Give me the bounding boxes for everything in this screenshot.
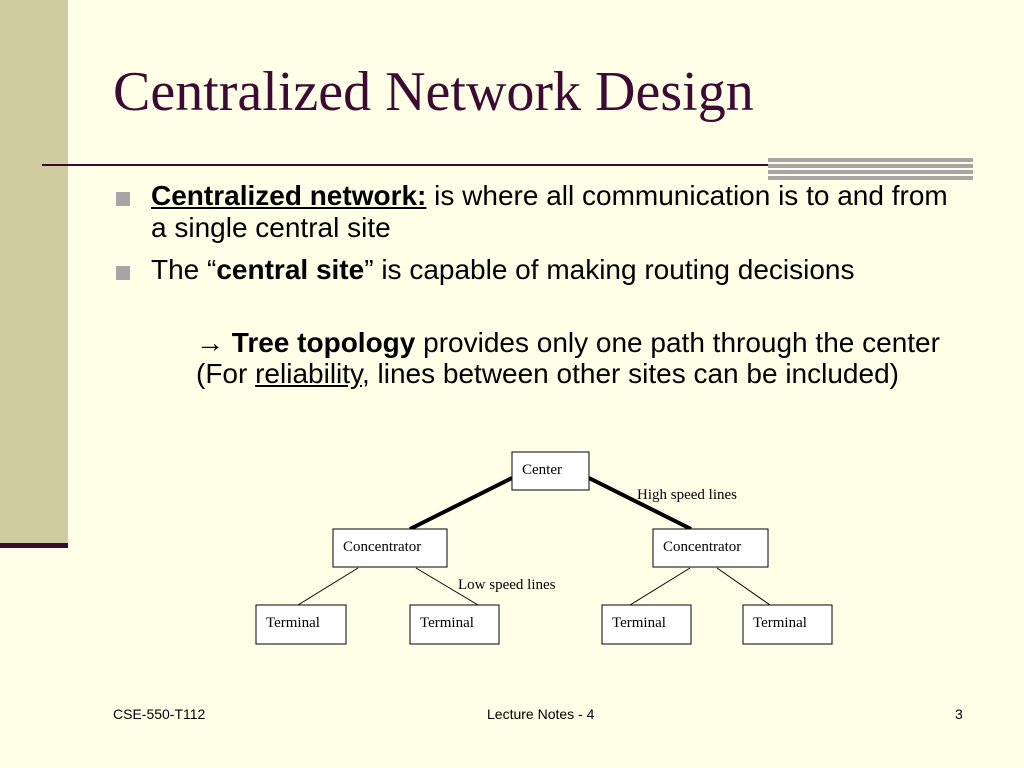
title-underline — [42, 164, 782, 166]
sub-bullet-text-end: , lines between other sites can be inclu… — [361, 358, 899, 389]
high-speed-line-left — [409, 476, 513, 531]
terminal-label: Terminal — [753, 615, 807, 631]
slide-title: Centralized Network Design — [113, 61, 754, 123]
right-arrow-icon: → — [196, 327, 232, 358]
low-speed-line — [629, 567, 691, 606]
side-band-accent-line — [0, 543, 68, 548]
terminal-node — [409, 604, 500, 645]
bullet-text: is where all communication is to and fro… — [151, 180, 948, 243]
terminal-node — [255, 604, 347, 645]
low-speed-line — [297, 567, 359, 606]
terminal-label: Terminal — [612, 615, 666, 631]
bullet-list: Centralized network: is where all commun… — [113, 180, 953, 296]
bullet-term: central site — [216, 254, 365, 285]
footer-page-number: 3 — [955, 706, 963, 722]
center-node — [511, 451, 590, 491]
bullet-text: ” is capable of making routing decisions — [364, 254, 855, 285]
square-bullet-icon — [116, 266, 130, 280]
high-speed-lines-label: High speed lines — [637, 487, 737, 503]
bullet-centralized-network: Centralized network: is where all commun… — [113, 180, 953, 244]
sub-bullet-tree-topology: → Tree topology provides only one path t… — [196, 327, 956, 389]
square-bullet-icon — [116, 192, 130, 206]
high-speed-line-right — [588, 476, 692, 531]
title-stripes-decoration — [768, 158, 973, 180]
concentrator-right-label: Concentrator — [663, 539, 741, 555]
concentrator-node-right — [652, 528, 769, 568]
sub-bullet-text: provides only one path through the cente… — [196, 327, 940, 389]
low-speed-lines-label: Low speed lines — [458, 577, 556, 593]
terminal-label: Terminal — [420, 615, 474, 631]
side-band — [0, 0, 68, 545]
footer-course-code: CSE-550-T112 — [113, 706, 206, 722]
footer-title: Lecture Notes - 4 — [487, 706, 595, 722]
center-node-label: Center — [522, 462, 562, 478]
bullet-term: Centralized network: — [151, 180, 427, 211]
reliability-underlined: reliability — [255, 358, 362, 389]
concentrator-node-left — [332, 528, 448, 568]
terminal-label: Terminal — [266, 615, 320, 631]
concentrator-left-label: Concentrator — [343, 539, 421, 555]
low-speed-line — [415, 567, 479, 606]
bullet-central-site: The “central site” is capable of making … — [113, 254, 953, 286]
terminal-node — [601, 604, 692, 645]
sub-bullet-term: Tree topology — [231, 327, 416, 358]
bullet-prefix: The “ — [151, 254, 217, 285]
terminal-node — [742, 604, 833, 645]
low-speed-line — [716, 567, 771, 606]
